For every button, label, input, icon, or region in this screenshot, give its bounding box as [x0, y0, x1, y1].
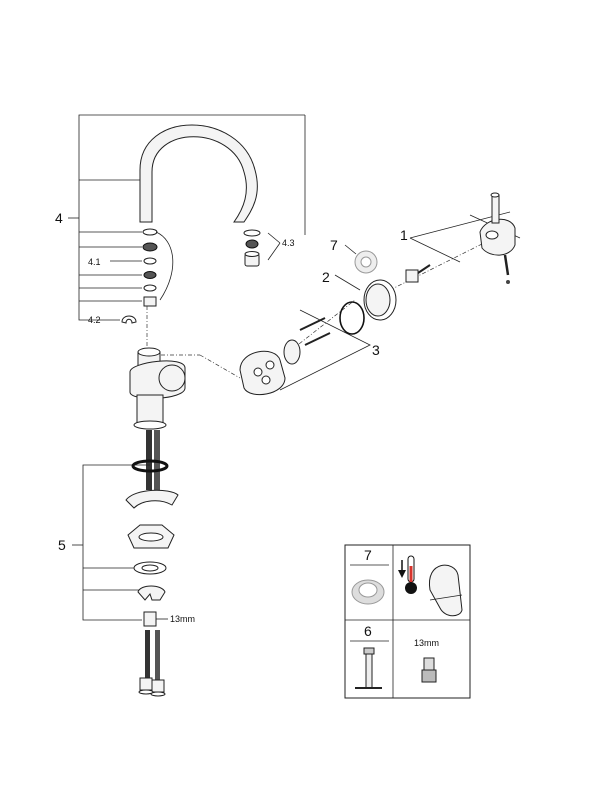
- label-part-4-2: 4.2: [88, 315, 101, 325]
- legend-handle-icon: [429, 564, 463, 617]
- adapter-insert: [405, 264, 431, 283]
- legend-thermometer-icon: [398, 555, 417, 594]
- clip-4-2: [121, 315, 137, 324]
- aerator-4-3: [243, 229, 261, 267]
- o-ring: [339, 301, 365, 335]
- spout-seals: [142, 228, 174, 307]
- legend-label-7: 7: [364, 547, 372, 563]
- label-part-4-3: 4.3: [282, 238, 295, 248]
- cap-2: [363, 279, 397, 321]
- lever-handle: [479, 192, 516, 284]
- stop-ring-7: [354, 250, 378, 274]
- mounting-kit: [125, 459, 179, 627]
- label-part-2: 2: [322, 269, 330, 285]
- label-wrench-size: 13mm: [170, 614, 195, 624]
- label-part-7: 7: [330, 237, 338, 253]
- group-4-bracket: [68, 114, 306, 321]
- label-part-4-1: 4.1: [88, 257, 101, 267]
- label-part-4: 4: [55, 210, 63, 226]
- legend-tool-icon: [355, 647, 382, 689]
- screws: [299, 317, 331, 346]
- cartridge: [239, 339, 301, 396]
- label-part-3: 3: [372, 342, 380, 358]
- label-part-5: 5: [58, 537, 66, 553]
- label-part-1: 1: [400, 227, 408, 243]
- faucet-body: [129, 347, 186, 430]
- spout: [139, 124, 258, 223]
- legend-label-6: 6: [364, 623, 372, 639]
- legend-stop-ring-icon: [351, 579, 385, 605]
- legend-nut-icon: [421, 657, 437, 683]
- legend-wrench-label: 13mm: [414, 638, 439, 648]
- group-5-bracket: [72, 464, 150, 621]
- hoses-lower: [138, 630, 166, 697]
